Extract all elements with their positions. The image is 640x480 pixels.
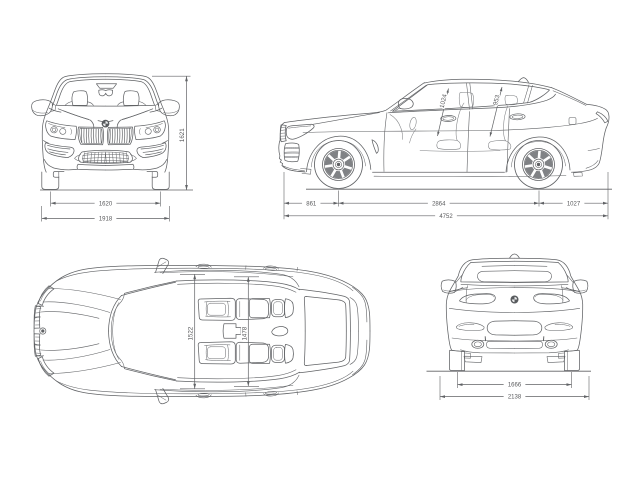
svg-text:861: 861 xyxy=(306,201,317,207)
svg-text:1918: 1918 xyxy=(99,217,113,223)
svg-text:1666: 1666 xyxy=(508,383,522,389)
svg-text:1522: 1522 xyxy=(188,326,195,340)
svg-text:953: 953 xyxy=(492,94,501,106)
svg-text:2864: 2864 xyxy=(432,201,446,207)
svg-text:2138: 2138 xyxy=(508,395,522,401)
svg-text:1478: 1478 xyxy=(241,326,248,340)
svg-text:4752: 4752 xyxy=(439,214,453,220)
svg-text:1620: 1620 xyxy=(99,201,113,207)
svg-text:1027: 1027 xyxy=(567,201,581,207)
svg-text:1621: 1621 xyxy=(179,128,186,142)
